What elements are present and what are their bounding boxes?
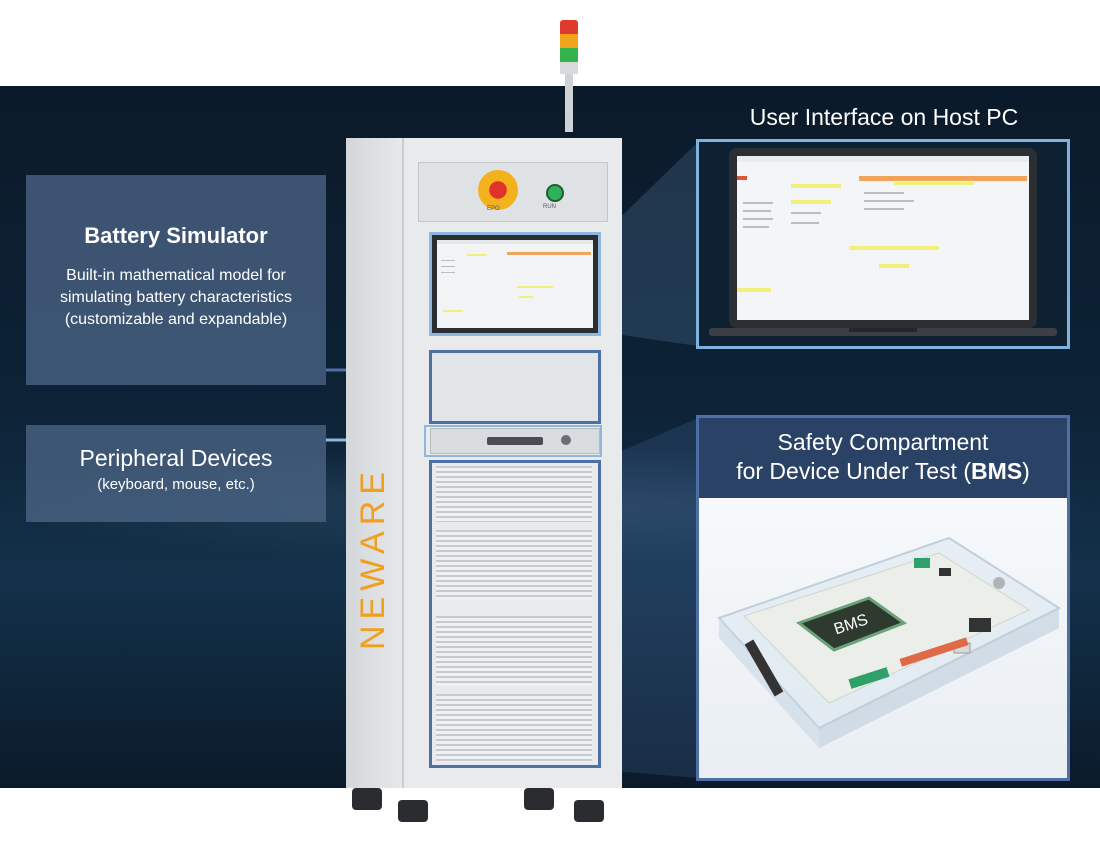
peripheral-devices-title: Peripheral Devices bbox=[79, 445, 273, 471]
peripheral-devices-subtitle: (keyboard, mouse, etc.) bbox=[97, 476, 255, 493]
safety-title-bold: BMS bbox=[970, 458, 1023, 484]
laptop-image bbox=[709, 148, 1057, 336]
vent-panel-4 bbox=[436, 694, 592, 762]
caster-wheel-4 bbox=[574, 800, 604, 822]
leader-safety-cone bbox=[601, 418, 698, 778]
host-pc-heading: User Interface on Host PC bbox=[749, 104, 1019, 130]
drawer-handle bbox=[487, 437, 543, 445]
bms-board-illustration: BMS bbox=[717, 536, 1062, 748]
battery-simulator-panel: Battery Simulator Built-in mathematical … bbox=[26, 175, 326, 385]
safety-title-prefix: for Device Under Test ( bbox=[736, 458, 971, 484]
battery-simulator-module bbox=[429, 350, 601, 424]
safety-compartment-frame: Safety Compartment for Device Under Test… bbox=[696, 415, 1070, 781]
emergency-stop-button[interactable] bbox=[478, 170, 518, 210]
caster-wheel-2 bbox=[398, 800, 428, 822]
tower-light-red bbox=[560, 20, 578, 34]
cabinet-screen bbox=[437, 240, 593, 328]
run-label: RUN bbox=[543, 204, 556, 210]
leader-ui-cone bbox=[601, 142, 698, 346]
host-pc-frame bbox=[696, 139, 1070, 349]
cabinet-screen-ui bbox=[437, 240, 593, 312]
vent-panel-3 bbox=[436, 616, 592, 686]
run-button[interactable] bbox=[546, 184, 564, 202]
caster-wheel-3 bbox=[524, 788, 554, 810]
safety-title-line2: for Device Under Test (BMS) bbox=[699, 457, 1067, 486]
brand-text: NEWARE bbox=[354, 466, 392, 650]
bms-board-image: BMS bbox=[699, 498, 1067, 778]
safety-compartment-outline bbox=[429, 460, 601, 768]
caster-wheel-1 bbox=[352, 788, 382, 810]
keyboard-drawer[interactable] bbox=[430, 428, 600, 454]
tower-light-amber bbox=[560, 34, 578, 48]
safety-title-suffix: ) bbox=[1022, 458, 1030, 484]
tower-light-pole bbox=[565, 74, 573, 132]
vent-panel-1 bbox=[436, 466, 592, 522]
drawer-lock-icon bbox=[561, 435, 571, 445]
epo-label: EPO bbox=[487, 206, 500, 212]
safety-title-line1: Safety Compartment bbox=[777, 429, 989, 455]
peripheral-drawer-outline bbox=[424, 425, 602, 457]
battery-simulator-title: Battery Simulator bbox=[84, 223, 268, 248]
cabinet-side-panel bbox=[346, 138, 402, 788]
vent-panel-2 bbox=[436, 530, 592, 600]
peripheral-devices-panel: Peripheral Devices (keyboard, mouse, etc… bbox=[26, 425, 326, 522]
tower-light-base bbox=[560, 62, 578, 74]
battery-simulator-description: Built-in mathematical model for simulati… bbox=[59, 267, 293, 328]
cabinet-screen-frame bbox=[429, 232, 601, 336]
tower-light-green bbox=[560, 48, 578, 62]
neware-brand-logo: NEWARE bbox=[354, 466, 392, 650]
tower-light bbox=[560, 20, 578, 132]
safety-compartment-title: Safety Compartment for Device Under Test… bbox=[699, 428, 1067, 486]
